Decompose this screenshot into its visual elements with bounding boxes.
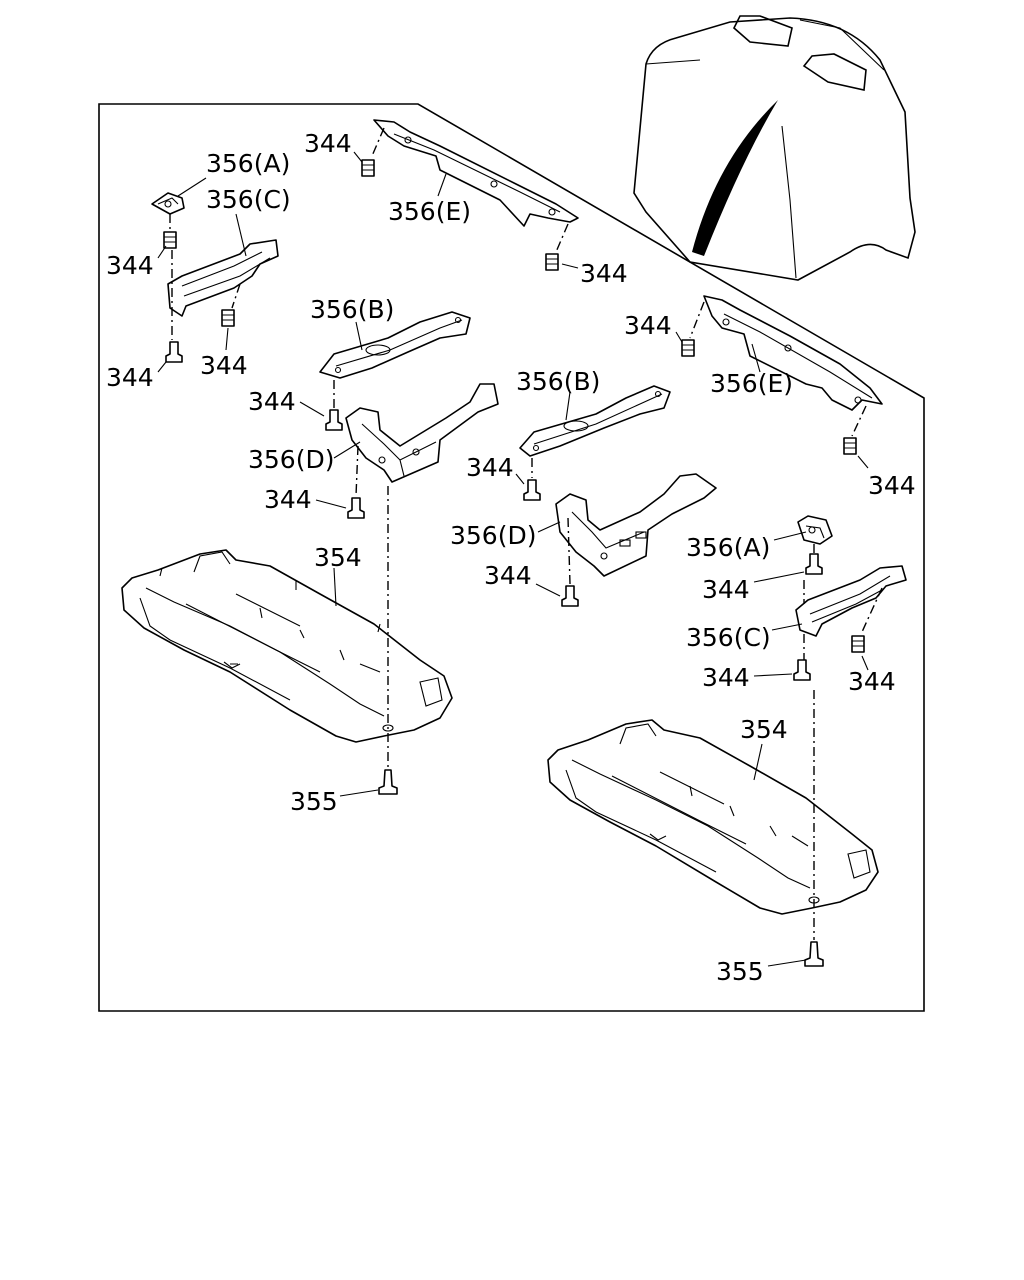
plate-356b-right bbox=[519, 385, 671, 457]
label-354-left: 354 bbox=[314, 543, 362, 572]
bracket-356d-right bbox=[555, 473, 717, 577]
label-344-j: 344 bbox=[624, 311, 672, 340]
label-356b-left: 356(B) bbox=[310, 295, 394, 324]
seat-box-354-right bbox=[547, 719, 879, 915]
label-344-b: 344 bbox=[200, 351, 248, 380]
label-344-a: 344 bbox=[106, 251, 154, 280]
label-355-left: 355 bbox=[290, 787, 338, 816]
label-344-n: 344 bbox=[848, 667, 896, 696]
diagram-frame bbox=[98, 103, 925, 1012]
label-356d-right: 356(D) bbox=[450, 521, 536, 550]
bracket-356a-left bbox=[151, 192, 185, 215]
seat-box-354-left bbox=[121, 549, 453, 743]
label-356a-right: 356(A) bbox=[686, 533, 770, 562]
bracket-356a-right bbox=[797, 515, 833, 545]
bracket-356c-left bbox=[167, 239, 279, 317]
rail-356e-right bbox=[703, 295, 883, 411]
label-356c-left: 356(C) bbox=[206, 185, 291, 214]
assembly-lines bbox=[169, 127, 883, 940]
callout-labels: 356(A) 356(C) 344 344 344 344 356(E) 344… bbox=[106, 129, 916, 986]
label-344-l: 344 bbox=[702, 575, 750, 604]
label-354-right: 354 bbox=[740, 715, 788, 744]
label-344-h: 344 bbox=[466, 453, 514, 482]
label-355-right: 355 bbox=[716, 957, 764, 986]
bracket-356c-right bbox=[795, 565, 907, 637]
bracket-356d-left bbox=[345, 383, 499, 483]
label-344-i: 344 bbox=[484, 561, 532, 590]
label-344-e: 344 bbox=[580, 259, 628, 288]
label-356e-right: 356(E) bbox=[710, 369, 793, 398]
label-356e-left: 356(E) bbox=[388, 197, 471, 226]
label-356c-right: 356(C) bbox=[686, 623, 771, 652]
label-356d-left: 356(D) bbox=[248, 445, 334, 474]
label-344-k: 344 bbox=[868, 471, 916, 500]
vehicle-thumbnail bbox=[633, 15, 916, 281]
label-356a-left: 356(A) bbox=[206, 149, 290, 178]
label-344-d: 344 bbox=[304, 129, 352, 158]
label-356b-right: 356(B) bbox=[516, 367, 600, 396]
rail-356e-top bbox=[373, 119, 579, 227]
label-344-g: 344 bbox=[264, 485, 312, 514]
fasteners bbox=[163, 159, 865, 967]
plate-356b-left bbox=[319, 311, 471, 379]
label-344-m: 344 bbox=[702, 663, 750, 692]
leader-lines bbox=[157, 151, 869, 967]
label-344-f: 344 bbox=[248, 387, 296, 416]
label-344-c: 344 bbox=[106, 363, 154, 392]
